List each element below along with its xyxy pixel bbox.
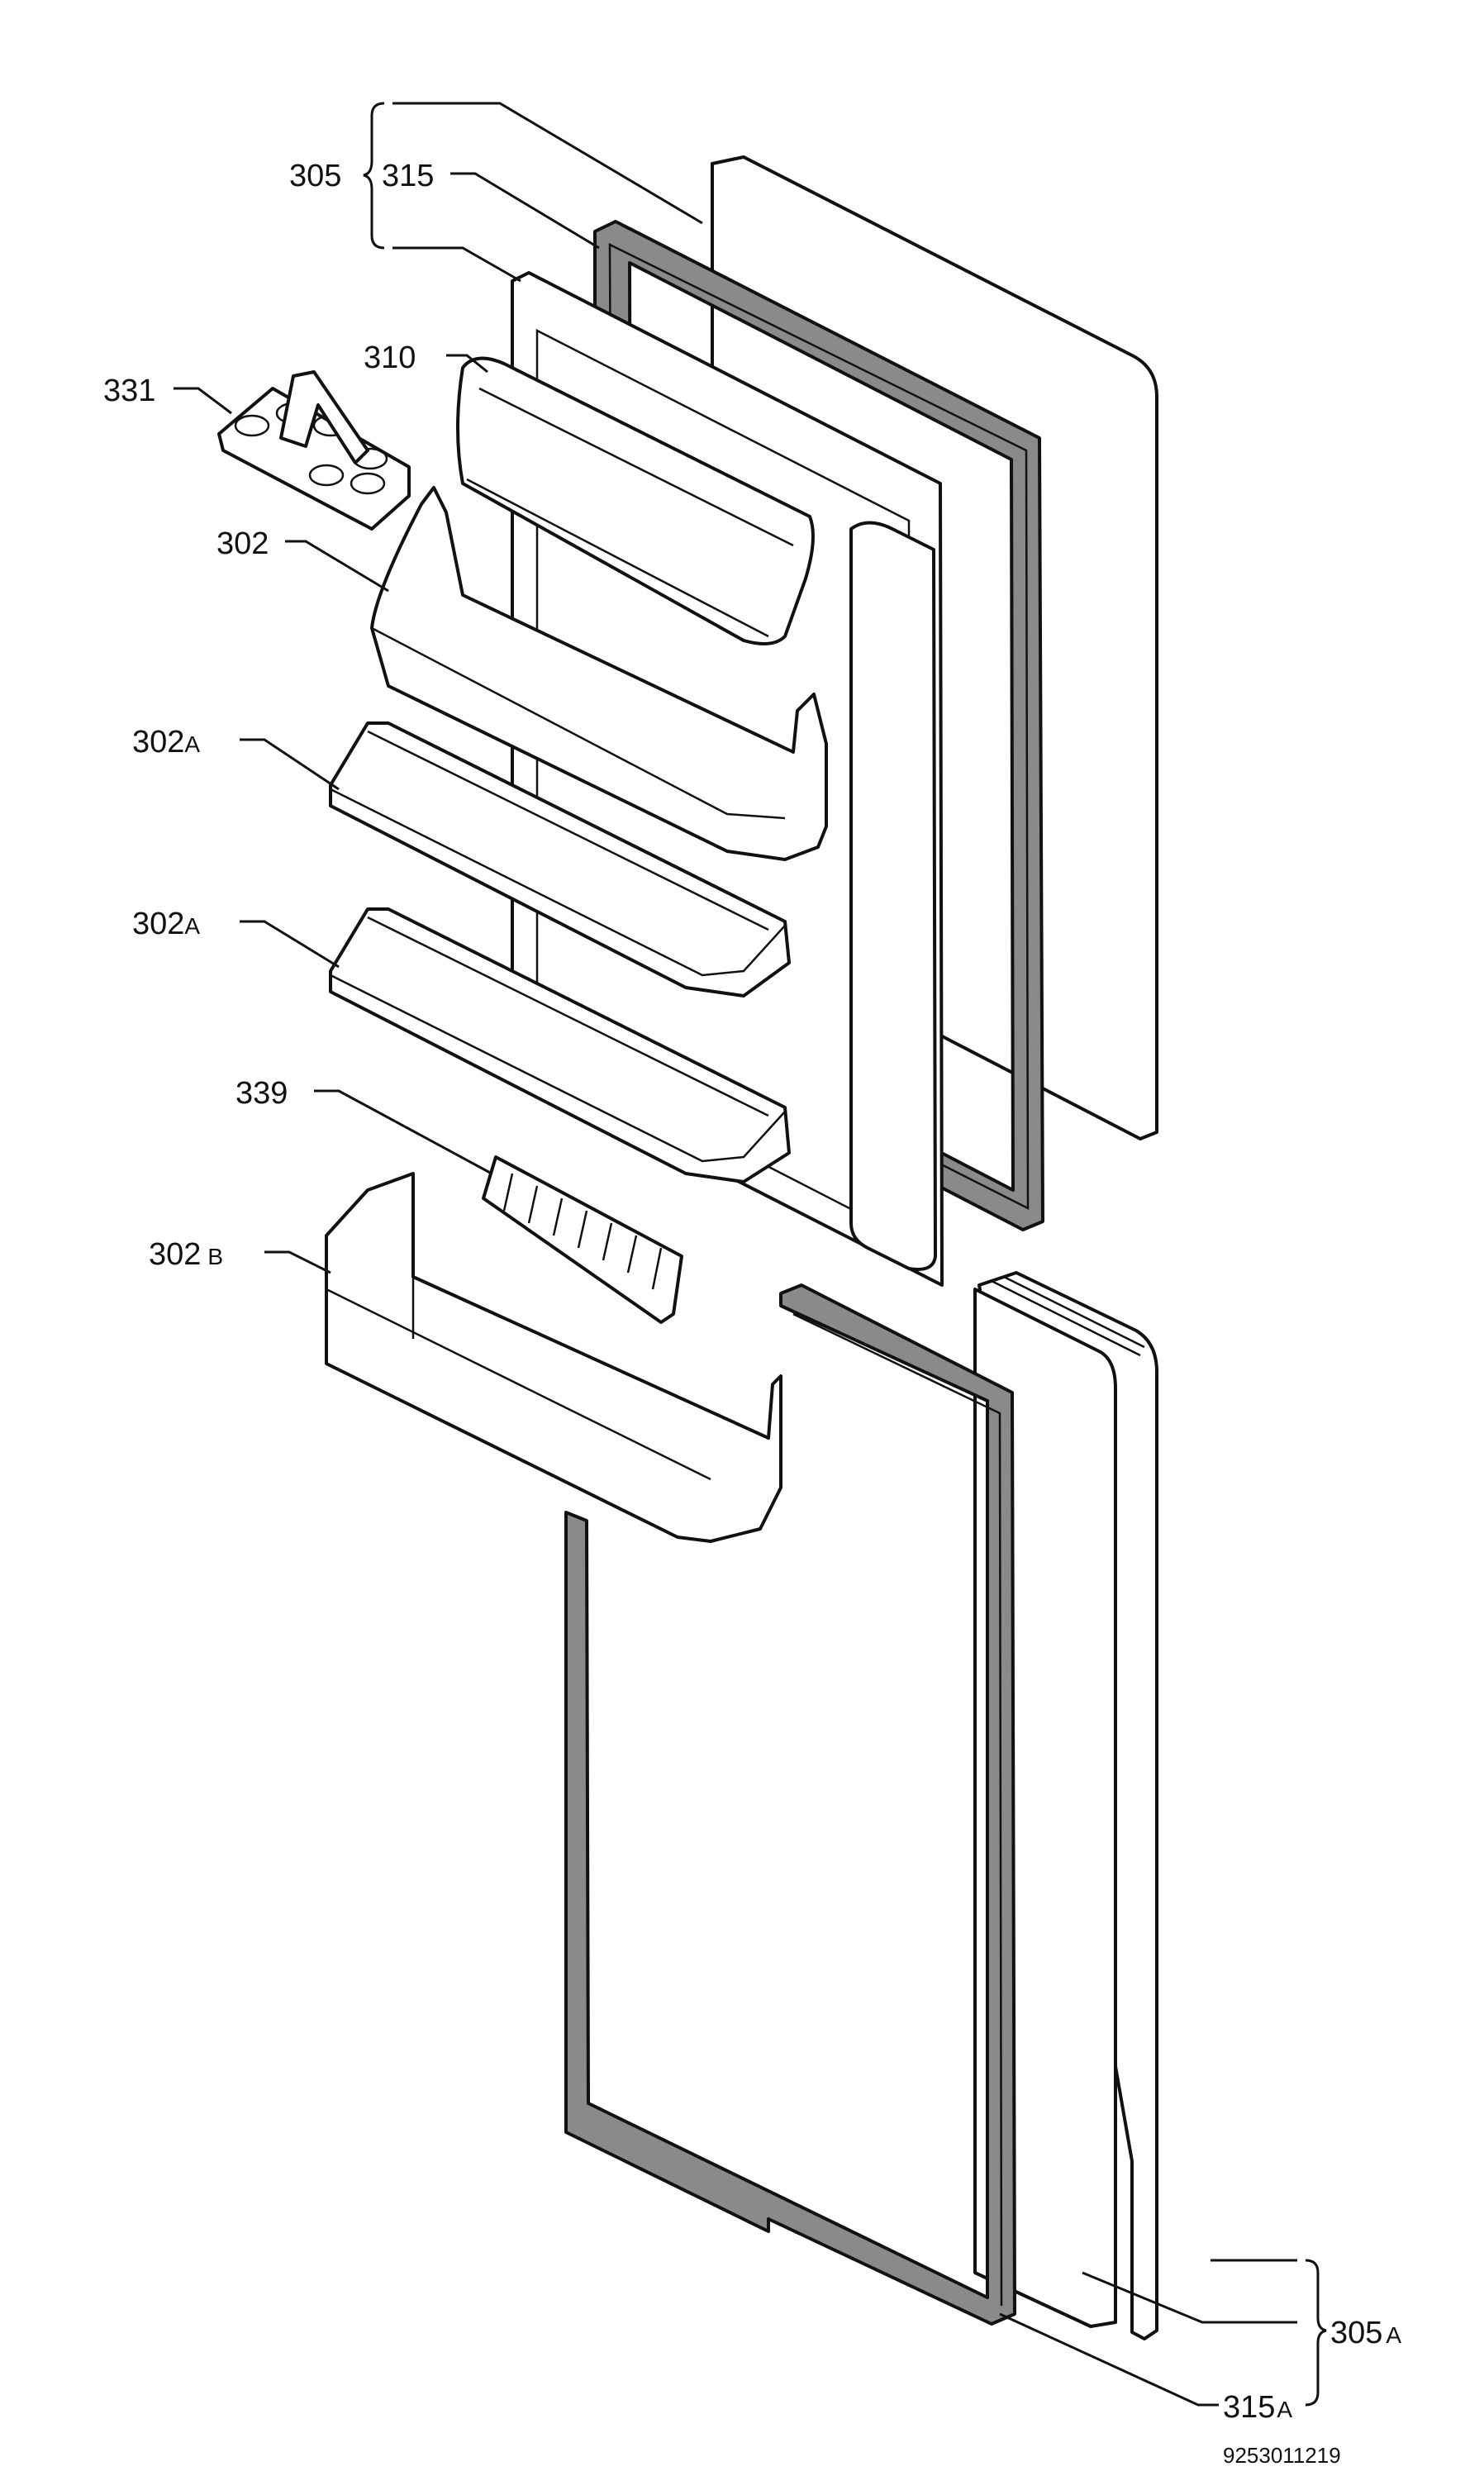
drawing-number: 9253011219: [1223, 2443, 1341, 2468]
door-shelf-302a-lower: [329, 907, 791, 1183]
label-339: 339: [235, 1076, 288, 1111]
label-302a-upper: 302A: [132, 725, 200, 759]
door-shelf-302a-upper: [329, 721, 791, 998]
dairy-compartment-cover: [456, 356, 815, 645]
egg-tray: [217, 370, 411, 531]
label-302a-lower: 302A: [132, 907, 200, 941]
lower-door-gasket: [564, 1283, 1016, 2326]
label-310: 310: [364, 340, 416, 375]
label-302: 302: [216, 526, 269, 561]
label-331: 331: [103, 374, 155, 408]
bottle-retainer: [482, 1155, 683, 1324]
label-305: 305: [289, 159, 341, 193]
bottle-shelf-302b: [325, 1172, 782, 1543]
leader-lines: [174, 102, 1327, 2407]
label-315: 315: [382, 159, 434, 193]
door-shelf-302: [370, 486, 828, 861]
label-315a: 315A: [1223, 2390, 1292, 2425]
